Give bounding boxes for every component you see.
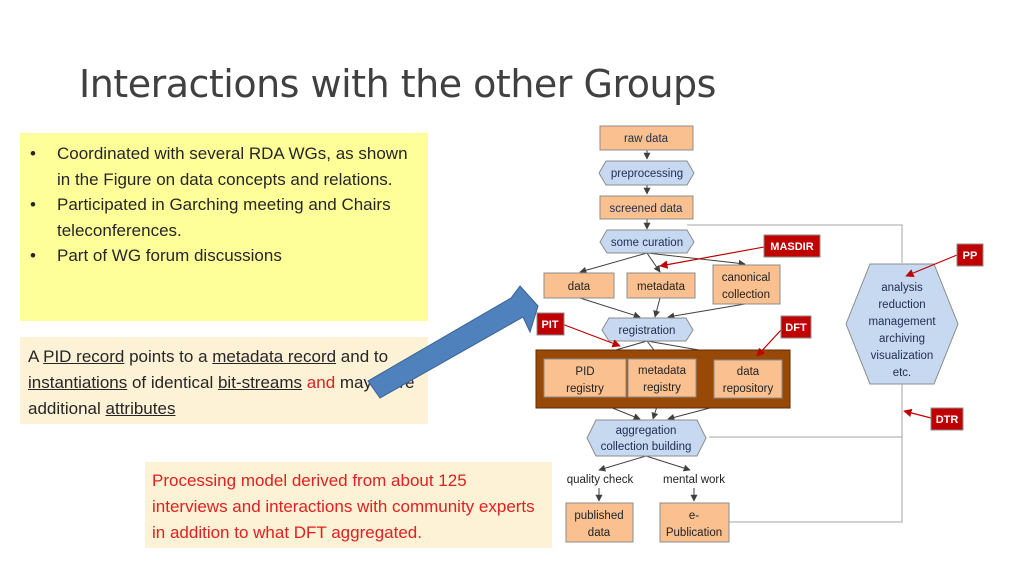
note-term: PID record: [43, 347, 125, 366]
some-curation-label: some curation: [611, 237, 683, 249]
dtr-tag: [930, 407, 964, 431]
pit-tag-label: PIT: [541, 319, 558, 331]
bullet-item: Part of WG forum discussions: [28, 243, 418, 269]
preprocessing-label: preprocessing: [611, 168, 683, 180]
note-term: attributes: [105, 399, 176, 418]
published-data-label: published: [574, 510, 623, 522]
note-highlight: and: [306, 373, 336, 392]
dtr-arrow: [903, 408, 932, 419]
pp-tag-label: PP: [963, 250, 978, 262]
analysis-label: visualization: [871, 350, 934, 362]
quality-check-label: quality check: [567, 474, 634, 486]
e-publication-box: [659, 502, 730, 543]
big-blue-arrow: [367, 285, 539, 399]
dft-tag: [780, 315, 812, 339]
preprocessing-box: [598, 160, 695, 186]
connector: [646, 252, 746, 267]
connector: [579, 252, 648, 274]
aggregation-box: [586, 419, 707, 457]
metadata-registry-box: [627, 358, 697, 398]
processing-model-note: Processing model derived from about 125 …: [145, 462, 552, 548]
bullet-item: Participated in Garching meeting and Cha…: [28, 192, 418, 243]
masdir-tag-label: MASDIR: [770, 241, 813, 253]
raw-data-label: raw data: [624, 133, 669, 145]
pit-arrow: [561, 323, 621, 348]
pit-tag: [536, 312, 565, 336]
bullet-item: Coordinated with several RDA WGs, as sho…: [28, 141, 418, 192]
analysis-label: reduction: [878, 299, 925, 311]
data-label: data: [568, 281, 591, 293]
masdir-arrow: [659, 246, 765, 269]
connector: [645, 455, 691, 472]
analysis-label: archiving: [879, 333, 925, 345]
canonical-collection-label: canonical: [722, 272, 771, 284]
canonical-collection-box: [712, 264, 781, 305]
published-data-label: data: [588, 527, 611, 539]
analysis-label: etc.: [893, 367, 912, 379]
data-repository-label: repository: [723, 383, 774, 395]
note-text: points to a: [124, 347, 213, 366]
page-title: Interactions with the other Groups: [79, 62, 716, 106]
pid-registry-label: registry: [566, 383, 604, 395]
aggregation-label: aggregation: [616, 425, 677, 437]
pp-arrow: [905, 254, 958, 278]
mental-work-label: mental work: [663, 474, 725, 486]
connector: [579, 297, 641, 319]
pp-tag: [956, 243, 984, 267]
analysis-label: management: [868, 316, 936, 328]
summary-box: Coordinated with several RDA WGs, as sho…: [20, 133, 428, 321]
pid-registry-label: PID: [575, 366, 594, 378]
e-publication-label: e-: [689, 510, 699, 522]
masdir-tag: [763, 234, 821, 258]
dft-tag-label: DFT: [785, 322, 807, 334]
dtr-tag-label: DTR: [936, 414, 959, 426]
screened-data-box: [599, 195, 694, 220]
pid-registry-box: [543, 358, 627, 398]
connector: [598, 455, 647, 472]
pid-record-note: A PID record points to a metadata record…: [20, 337, 428, 424]
screened-data-label: screened data: [610, 203, 683, 215]
some-curation-box: [599, 229, 695, 254]
metadata-registry-label: metadata: [638, 365, 687, 377]
dft-arrow: [756, 329, 782, 357]
note-text: of identical: [127, 373, 218, 392]
note-text: A: [28, 347, 44, 366]
note-term: bit-streams: [217, 373, 303, 392]
metadata-registry-label: registry: [643, 382, 681, 394]
note-term: metadata record: [212, 347, 337, 366]
data-repository-box: [713, 359, 783, 399]
canonical-collection-label: collection: [722, 289, 770, 301]
feedback-line: [687, 224, 903, 263]
data-repository-label: data: [737, 366, 760, 378]
metadata-box: [626, 272, 696, 299]
registration-label: registration: [619, 325, 676, 337]
analysis-label: analysis: [881, 282, 923, 294]
note-term: instantiations: [28, 373, 128, 392]
data-box: [543, 272, 615, 299]
connector: [646, 252, 661, 273]
feedback-line: [729, 437, 903, 523]
metadata-label: metadata: [637, 281, 686, 293]
connector: [653, 297, 661, 318]
note-text: and to: [336, 347, 389, 366]
raw-data-box: [599, 125, 694, 151]
registration-box: [601, 317, 694, 342]
connector: [667, 303, 746, 320]
published-data-box: [565, 502, 634, 543]
aggregation-label: collection building: [601, 441, 692, 453]
e-publication-label: Publication: [666, 527, 722, 539]
